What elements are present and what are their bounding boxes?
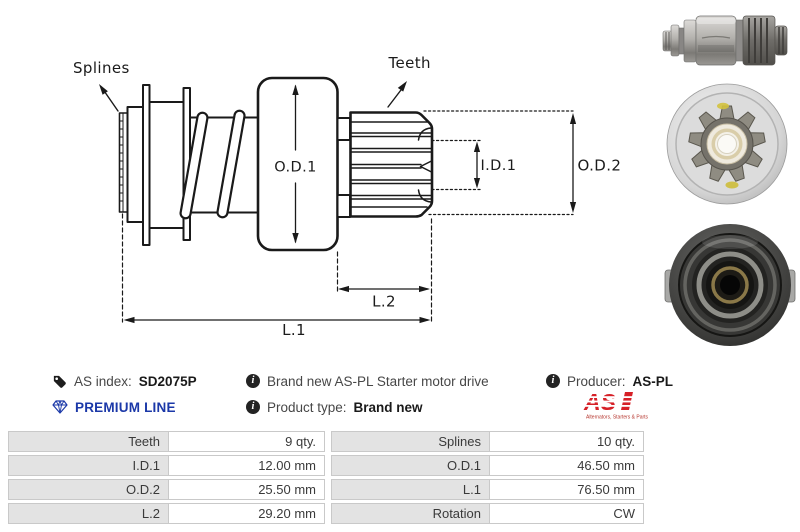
info-column-index: AS index: SD2075P PREMIUM LINE	[52, 372, 197, 424]
spec-label: Rotation	[331, 503, 490, 524]
technical-drawing: Splines Teeth O.D.1	[73, 54, 622, 339]
product-type-row: i Product type: Brand new	[246, 398, 489, 416]
paint-mark	[725, 181, 739, 189]
tag-icon	[53, 375, 66, 388]
spec-value: 12.00 mm	[168, 455, 325, 476]
spec-value: 9 qty.	[168, 431, 325, 452]
info-icon: i	[546, 374, 560, 388]
svg-text:AS: AS	[583, 391, 617, 415]
aspl-logo-mark: AS	[583, 389, 635, 415]
l2-label: L.2	[372, 293, 396, 311]
product-photo-front-view[interactable]	[663, 82, 791, 210]
info-icon: i	[246, 374, 260, 388]
info-column-description: i Brand new AS-PL Starter motor drive i …	[246, 372, 489, 424]
od2-label: O.D.2	[578, 157, 622, 175]
spec-value: 25.50 mm	[168, 479, 325, 500]
spec-label: Splines	[331, 431, 490, 452]
drawing-hub-tabs	[336, 117, 351, 218]
spec-value: 46.50 mm	[489, 455, 644, 476]
as-index-value: SD2075P	[138, 373, 197, 389]
info-icon: i	[246, 400, 260, 414]
l1-label: L.1	[282, 321, 306, 339]
id1-label: I.D.1	[481, 158, 517, 174]
dimension-od1: O.D.1	[274, 84, 316, 244]
dimension-od2: O.D.2	[423, 110, 622, 216]
description-row: i Brand new AS-PL Starter motor drive	[246, 372, 489, 390]
producer-value: AS-PL	[632, 373, 674, 389]
diamond-icon	[52, 400, 68, 414]
premium-line-link[interactable]: PREMIUM LINE	[75, 399, 176, 415]
spec-value: 29.20 mm	[168, 503, 325, 524]
spec-label: L.1	[331, 479, 490, 500]
spec-label: O.D.1	[331, 455, 490, 476]
arrowhead-icon	[397, 81, 407, 92]
dimension-l2: L.2	[336, 218, 433, 323]
aspl-logo: AS Alternators, Starters & Parts	[583, 389, 651, 423]
drawing-gear	[349, 111, 434, 218]
spec-label: Teeth	[8, 431, 169, 452]
producer-row: i Producer: AS-PL	[546, 372, 673, 390]
spec-label: L.2	[8, 503, 169, 524]
table-row: I.D.1 12.00 mm O.D.1 46.50 mm	[8, 455, 645, 476]
product-description: Brand new AS-PL Starter motor drive	[267, 373, 489, 389]
splines-label: Splines	[73, 59, 130, 77]
table-row: L.2 29.20 mm Rotation CW	[8, 503, 645, 524]
product-photo-back-view[interactable]	[664, 222, 796, 350]
dimension-l1: L.1	[121, 213, 431, 339]
product-type-label: Product type:	[267, 399, 347, 415]
table-row: Teeth 9 qty. Splines 10 qty.	[8, 431, 645, 452]
as-index-label: AS index:	[74, 373, 132, 389]
splines-callout: Splines	[73, 59, 130, 112]
spec-table: Teeth 9 qty. Splines 10 qty. I.D.1 12.00…	[8, 431, 645, 527]
table-row: O.D.2 25.50 mm L.1 76.50 mm	[8, 479, 645, 500]
drawing-shaft-and-spring	[118, 84, 259, 246]
premium-line-row: PREMIUM LINE	[52, 398, 197, 416]
arrowhead-icon	[99, 84, 108, 95]
info-column-producer: i Producer: AS-PL	[546, 372, 673, 398]
product-type-value: Brand new	[353, 399, 423, 415]
teeth-callout: Teeth	[387, 54, 431, 108]
spec-label: I.D.1	[8, 455, 169, 476]
product-photo-side-view[interactable]	[660, 5, 795, 77]
teeth-label: Teeth	[388, 54, 431, 72]
drawing-cylinder	[256, 76, 339, 252]
producer-label: Producer:	[567, 373, 626, 389]
dimension-id1: I.D.1	[431, 139, 517, 191]
spec-value: 10 qty.	[489, 431, 644, 452]
od1-label: O.D.1	[274, 160, 316, 176]
spec-label: O.D.2	[8, 479, 169, 500]
aspl-logo-caption: Alternators, Starters & Parts	[586, 415, 648, 421]
as-index-row: AS index: SD2075P	[52, 372, 197, 390]
spec-value: 76.50 mm	[489, 479, 644, 500]
paint-mark	[717, 102, 729, 110]
spec-value: CW	[489, 503, 644, 524]
